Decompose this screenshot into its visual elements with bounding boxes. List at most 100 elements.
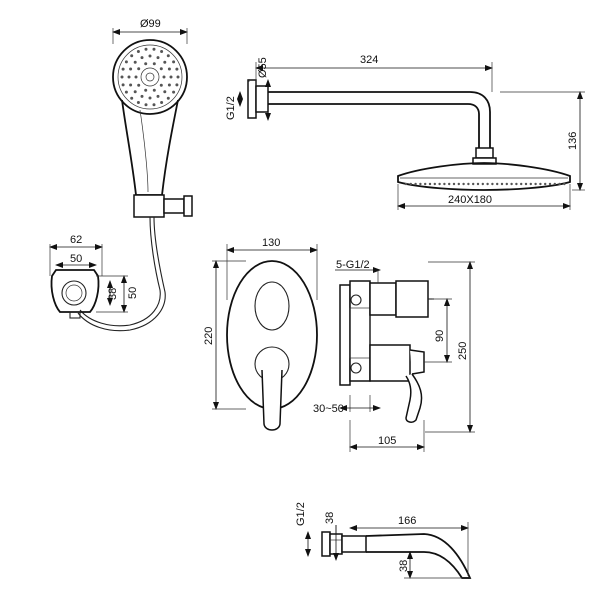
nozzle-dot [176, 75, 180, 79]
rain-nozzle-dot [500, 182, 504, 186]
nozzle-dot [166, 96, 170, 100]
mixer-body-side [339, 280, 434, 423]
label-holder-height-inner: 38 [107, 288, 119, 300]
nozzle-dot [169, 75, 173, 79]
nozzle-dot [152, 47, 156, 51]
nozzle-dot [136, 50, 140, 53]
dim-mixer-body: 5-G1/2 250 90 30~50 105 [313, 259, 475, 452]
nozzle-dot [129, 83, 133, 87]
nozzle-dot [156, 94, 160, 98]
mixer-cover-plate [226, 260, 318, 431]
label-head-size: 240X180 [448, 194, 492, 206]
nozzle-dot [121, 83, 125, 87]
rain-nozzle-dot [563, 182, 566, 186]
nozzle-pattern [120, 47, 180, 107]
nozzle-dot [159, 83, 163, 87]
dim-spout: G1/2 38 166 38 [295, 502, 470, 579]
nozzle-dot [140, 94, 144, 98]
nozzle-dot [124, 90, 128, 94]
rain-nozzle-dot [548, 182, 552, 186]
nozzle-dot [121, 67, 125, 71]
nozzle-dot [156, 56, 160, 60]
nozzle-dot [144, 88, 148, 92]
label-depth-range: 30~50 [313, 403, 344, 415]
rain-nozzle-dot [529, 182, 532, 186]
rain-nozzle-dot [428, 182, 432, 186]
label-plate-height: 220 [203, 327, 215, 345]
rain-nozzle-dot [539, 182, 542, 186]
rain-shower-head [397, 162, 571, 191]
nozzle-dot [133, 90, 137, 94]
rain-nozzle-dot [414, 182, 417, 186]
nozzle-dot [120, 75, 124, 79]
rain-nozzle-dot [472, 182, 475, 186]
label-outlet-spacing: 90 [434, 330, 446, 342]
nozzle-dot [144, 103, 148, 107]
nozzle-dot [162, 75, 166, 79]
nozzle-dot [127, 75, 131, 79]
nozzle-dot [167, 83, 171, 87]
rain-head-nozzles [404, 182, 566, 186]
label-holder-width-outer: 62 [70, 234, 82, 246]
rain-nozzle-dot [534, 182, 537, 186]
hand-shower [77, 39, 193, 332]
nozzle-dot [167, 67, 171, 71]
rain-nozzle-dot [553, 182, 556, 186]
rain-nozzle-dot [496, 182, 499, 186]
nozzle-dot [152, 88, 156, 92]
nozzle-dot [152, 103, 156, 107]
rain-nozzle-dot [524, 182, 528, 186]
rain-nozzle-dot [409, 182, 412, 186]
label-spout-thread: G1/2 [295, 502, 307, 526]
wall-holder [50, 269, 100, 319]
nozzle-dot [148, 54, 152, 58]
rain-nozzle-dot [438, 182, 441, 186]
nozzle-dot [137, 83, 141, 87]
nozzle-dot [160, 50, 164, 53]
rain-nozzle-dot [476, 182, 480, 186]
rain-nozzle-dot [491, 182, 494, 186]
nozzle-dot [130, 96, 134, 100]
rain-nozzle-dot [515, 182, 518, 186]
nozzle-dot [133, 60, 137, 64]
nozzle-dot [159, 67, 163, 71]
nozzle-dot [172, 60, 176, 64]
label-arm-height: 136 [567, 132, 579, 150]
nozzle-dot [160, 101, 164, 104]
nozzle-dot [163, 90, 167, 94]
rain-nozzle-dot [510, 182, 513, 186]
rain-nozzle-dot [433, 182, 436, 186]
label-holder-height-outer: 50 [127, 287, 139, 299]
dim-handshower-diameter: Ø99 [112, 18, 188, 44]
label-total-height: 250 [457, 342, 469, 360]
rain-nozzle-dot [457, 182, 460, 186]
nozzle-dot [175, 83, 179, 87]
dim-shower-arm: 324 Ø55 G1/2 136 240X180 [225, 54, 585, 210]
rain-nozzle-dot [486, 182, 489, 186]
rain-nozzle-dot [520, 182, 523, 186]
rain-nozzle-dot [452, 182, 456, 186]
label-spout-length: 166 [398, 515, 416, 527]
label-holder-width-inner: 50 [70, 253, 82, 265]
nozzle-dot [124, 60, 128, 64]
rain-nozzle-dot [404, 182, 408, 186]
nozzle-dot [172, 90, 176, 94]
rain-nozzle-dot [462, 182, 465, 186]
nozzle-dot [166, 54, 170, 58]
nozzle-dot [137, 67, 141, 71]
nozzle-dot [163, 60, 167, 64]
dim-holder: 62 50 38 50 [49, 234, 139, 313]
nozzle-dot [129, 67, 133, 71]
label-handshower-diameter: Ø99 [140, 18, 161, 30]
label-plate-width: 130 [262, 237, 280, 249]
nozzle-dot [148, 96, 152, 100]
nozzle-dot [130, 54, 134, 58]
label-spout-outlet-height: 38 [398, 560, 410, 572]
rain-nozzle-dot [558, 182, 561, 186]
nozzle-dot [144, 47, 148, 51]
rain-nozzle-dot [424, 182, 427, 186]
label-body-depth: 105 [378, 435, 396, 447]
label-outlets: 5-G1/2 [336, 259, 370, 271]
shower-arm [247, 79, 497, 165]
